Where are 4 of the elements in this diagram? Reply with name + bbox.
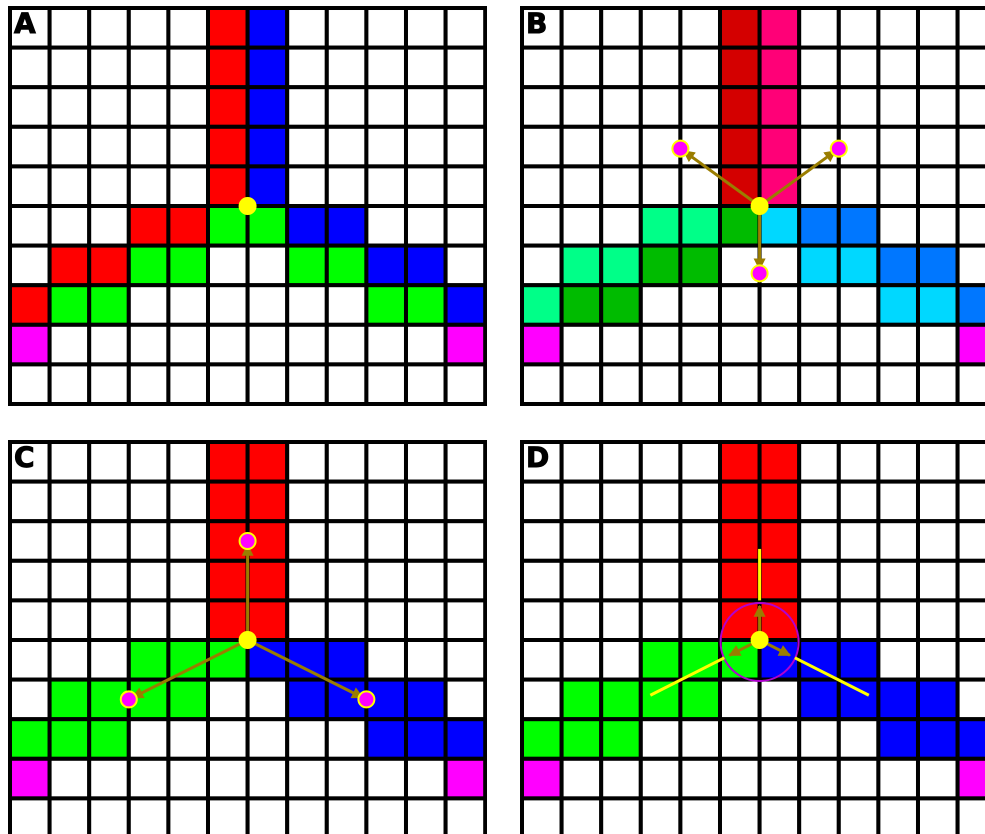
panel-letter: C xyxy=(14,442,35,474)
panel-letter: D xyxy=(526,442,550,474)
panel-letter: B xyxy=(526,8,548,40)
panel-letter: A xyxy=(14,8,36,40)
